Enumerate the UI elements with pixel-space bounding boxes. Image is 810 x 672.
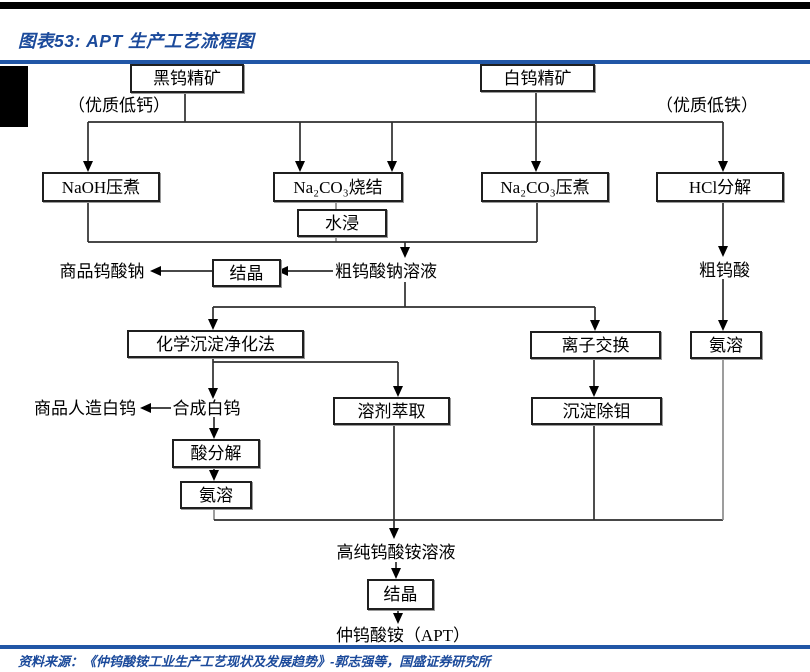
arrowhead-icon	[209, 428, 219, 439]
arrowhead-icon	[393, 613, 403, 624]
arrowhead-icon	[208, 388, 218, 399]
label-high-purity-ammonium-tungstate-solution: 高纯钨酸铵溶液	[336, 542, 456, 562]
label-high-quality-low-calcium: （优质低钙）	[68, 95, 170, 115]
arrowhead-icon	[140, 403, 151, 413]
arrowhead-icon	[718, 320, 728, 331]
label-apt-product: 仲钨酸铵（APT）	[335, 625, 471, 645]
label-synthetic-scheelite: 合成白钨	[172, 398, 241, 418]
arrowhead-icon	[393, 386, 403, 397]
box-ammonia-dissolution-right: 氨溶	[690, 331, 762, 359]
box-black-tungsten-concentrate: 黑钨精矿	[130, 64, 244, 93]
arrowhead-icon	[531, 161, 541, 172]
arrowhead-icon	[389, 528, 399, 539]
arrowhead-icon	[208, 319, 218, 330]
box-naoh-digestion: NaOH压煮	[42, 172, 160, 202]
arrowhead-icon	[150, 266, 161, 276]
box-molybdenum-removal: 沉淀除钼	[531, 397, 662, 425]
header-rule	[0, 60, 810, 64]
box-hcl-decomposition: HCl分解	[656, 172, 784, 202]
box-water-leaching: 水浸	[297, 209, 387, 237]
box-ion-exchange: 离子交换	[530, 331, 661, 359]
figure-title: 图表53: APT 生产工艺流程图	[18, 31, 255, 51]
arrowhead-icon	[589, 386, 599, 397]
arrowhead-icon	[718, 246, 728, 257]
box-ammonia-dissolution-left: 氨溶	[180, 481, 252, 509]
label-commercial-sodium-tungstate: 商品钨酸钠	[59, 262, 145, 281]
arrowhead-icon	[718, 161, 728, 172]
arrowhead-icon	[391, 568, 401, 579]
arrowhead-icon	[209, 470, 219, 481]
footer-rule	[0, 645, 810, 649]
box-chemical-precipitation-purification: 化学沉淀净化法	[127, 330, 304, 358]
box-solvent-extraction: 溶剂萃取	[333, 397, 450, 425]
arrowhead-icon	[277, 266, 288, 276]
box-crystallization-1: 结晶	[212, 259, 281, 287]
arrowhead-icon	[83, 161, 93, 172]
arrowhead-icon	[400, 247, 410, 258]
top-black-bar	[0, 2, 810, 9]
box-na2co3-digestion: Na₂CO₃压煮	[481, 172, 609, 202]
label-high-quality-low-iron: （优质低铁）	[656, 95, 758, 115]
arrowhead-icon	[590, 320, 600, 331]
arrowhead-icon	[295, 161, 305, 172]
label-crude-tungstic-acid: 粗钨酸	[699, 261, 750, 280]
box-na2co3-sintering: Na₂CO₃烧结	[273, 172, 403, 202]
box-white-tungsten-concentrate: 白钨精矿	[480, 64, 595, 92]
box-crystallization-2: 结晶	[367, 579, 434, 610]
left-margin-block	[0, 66, 28, 127]
source-note: 资料来源：《仲钨酸铵工业生产工艺现状及发展趋势》-郭志强等，国盛证券研究所	[18, 654, 491, 669]
label-crude-sodium-tungstate-solution: 粗钨酸钠溶液	[335, 262, 437, 281]
box-acid-decomposition: 酸分解	[172, 439, 260, 468]
arrowhead-icon	[387, 161, 397, 172]
label-commercial-artificial-scheelite: 商品人造白钨	[34, 398, 136, 418]
